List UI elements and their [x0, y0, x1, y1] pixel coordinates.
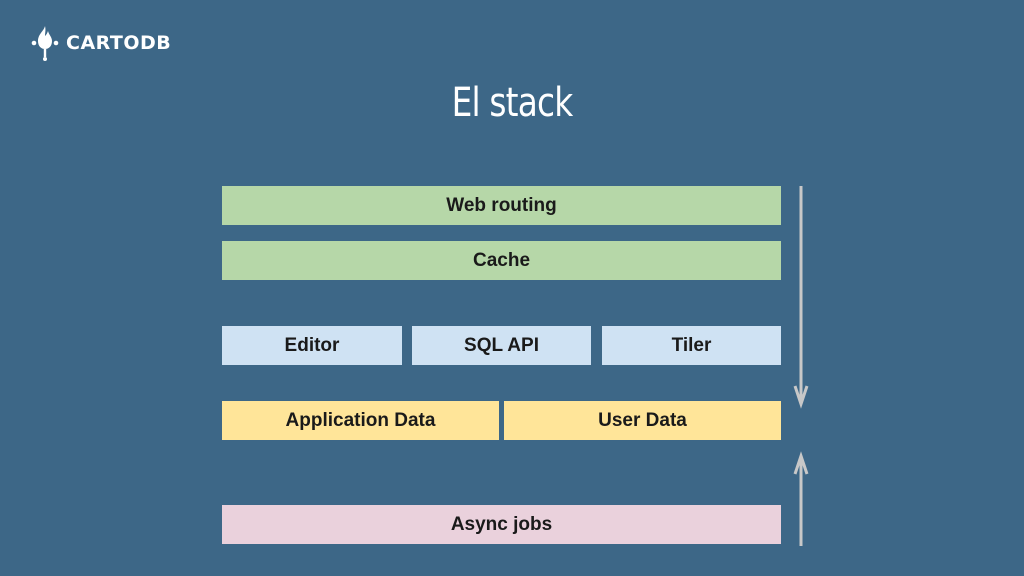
cartodb-flame-icon [31, 26, 59, 61]
layer-async-jobs: Async jobs [222, 505, 781, 544]
flow-arrows [793, 186, 809, 546]
arrow-up-icon [793, 451, 809, 546]
layer-sql-api: SQL API [412, 326, 591, 365]
arrow-down-icon [793, 186, 809, 409]
layer-editor: Editor [222, 326, 402, 365]
logo-text: CARTODB [66, 32, 172, 54]
slide-title: El stack [451, 80, 574, 126]
cartodb-logo: CARTODB [30, 24, 171, 62]
layer-cache: Cache [222, 241, 781, 280]
layer-web-routing: Web routing [222, 186, 781, 225]
layer-user-data: User Data [504, 401, 781, 440]
layer-tiler: Tiler [602, 326, 781, 365]
layer-application-data: Application Data [222, 401, 499, 440]
